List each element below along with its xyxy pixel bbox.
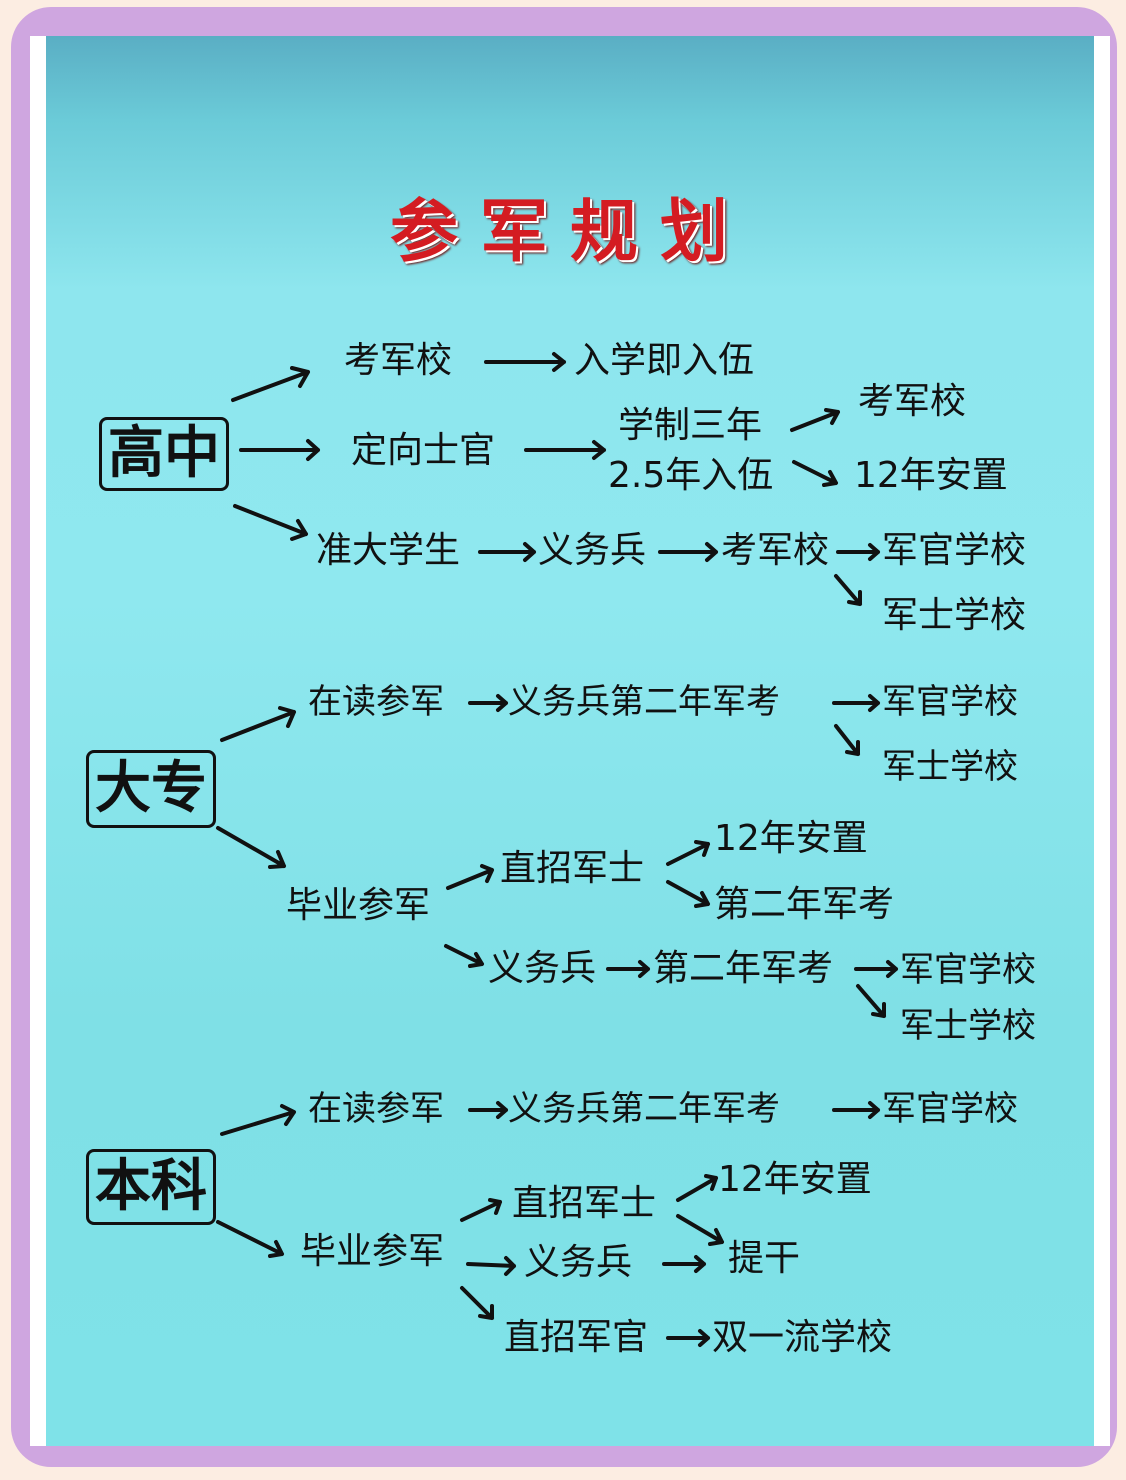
arrow-icon: [444, 944, 484, 968]
arrow-icon: [658, 542, 718, 562]
col-b1-out-a: 军官学校: [882, 682, 1018, 722]
arrow-icon: [606, 960, 650, 978]
arrow-icon: [834, 724, 860, 756]
hs-b2-out-a: 考军校: [858, 381, 967, 422]
arrow-icon: [239, 439, 320, 461]
arrow-icon: [484, 352, 566, 372]
hs-b2-step2a: 学制三年: [618, 405, 763, 446]
hs-b3-out-b: 军士学校: [882, 595, 1027, 636]
col-b1-step1: 在读参军: [308, 682, 444, 722]
hs-b2-out-b: 12年安置: [854, 455, 1008, 496]
arrow-icon: [662, 1255, 706, 1273]
hs-b1-step1: 考军校: [344, 340, 453, 381]
diagram-canvas: 参军规划 高中 考军校 入学即入伍 定向士官 学制三年 2.5年入伍 考军校 1…: [46, 36, 1094, 1446]
ug-b2-sub2-step: 义务兵: [524, 1242, 633, 1283]
arrow-icon: [856, 984, 886, 1018]
arrow-icon: [216, 1220, 284, 1258]
arrow-icon: [468, 694, 508, 712]
page-title: 参军规划: [389, 193, 750, 272]
arrow-icon: [790, 408, 840, 432]
hs-b1-step2: 入学即入伍: [574, 340, 755, 381]
arrow-icon: [832, 1101, 880, 1119]
arrow-icon: [666, 880, 710, 908]
col-b2-sub2-out-a: 军官学校: [900, 950, 1036, 990]
hs-b3-step3: 考军校: [721, 530, 830, 571]
ug-b2-sub1-step: 直招军士: [512, 1183, 657, 1224]
ug-b2-sub3-step: 直招军官: [504, 1317, 649, 1358]
col-b1-step2: 义务兵第二年军考: [508, 682, 780, 722]
arrow-icon: [478, 542, 536, 562]
arrow-icon: [666, 1329, 710, 1347]
arrow-icon: [834, 574, 862, 606]
arrow-icon: [676, 1214, 724, 1246]
arrow-icon: [836, 543, 880, 561]
arrow-icon: [231, 366, 310, 402]
arrow-icon: [216, 826, 286, 869]
hs-b3-step1: 准大学生: [316, 530, 461, 571]
ug-b2-sub2-out: 提干: [728, 1238, 801, 1279]
arrow-icon: [468, 1101, 508, 1119]
col-b2-sub2-out-b: 军士学校: [900, 1006, 1036, 1046]
arrow-icon: [460, 1286, 494, 1320]
hs-b2-step1: 定向士官: [351, 430, 496, 471]
ug-b1-step2: 义务兵第二年军考: [508, 1089, 780, 1129]
category-college: 大专: [86, 750, 216, 828]
arrow-icon: [460, 1198, 502, 1222]
ug-b2-step1: 毕业参军: [300, 1231, 445, 1272]
ug-b2-sub3-out: 双一流学校: [712, 1317, 893, 1358]
col-b2-sub1-step: 直招军士: [500, 848, 645, 889]
arrow-icon: [220, 706, 296, 742]
col-b1-out-b: 军士学校: [882, 747, 1018, 787]
col-b2-sub2-step2: 第二年军考: [653, 948, 834, 989]
arrow-icon: [466, 1256, 516, 1276]
arrow-icon: [524, 440, 606, 460]
ug-b1-step1: 在读参军: [308, 1089, 444, 1129]
arrow-icon: [220, 1104, 296, 1136]
col-b2-sub2-step1: 义务兵: [488, 948, 597, 989]
arrow-icon: [792, 460, 838, 487]
arrow-icon: [676, 1174, 718, 1202]
col-b2-sub1-out-b: 第二年军考: [714, 884, 895, 925]
hs-b2-step2b: 2.5年入伍: [608, 455, 774, 496]
category-high-school: 高中: [99, 417, 229, 491]
arrow-icon: [832, 694, 880, 712]
arrow-icon: [666, 840, 710, 866]
ug-b2-sub1-out-a: 12年安置: [718, 1159, 872, 1200]
hs-b3-out-a: 军官学校: [882, 530, 1027, 571]
ug-b1-out: 军官学校: [882, 1089, 1018, 1129]
hs-b3-step2: 义务兵: [538, 530, 647, 571]
category-undergrad: 本科: [86, 1149, 216, 1225]
arrow-icon: [233, 504, 308, 541]
col-b2-sub1-out-a: 12年安置: [714, 818, 868, 859]
arrow-icon: [446, 864, 494, 890]
col-b2-step1: 毕业参军: [286, 885, 431, 926]
arrow-icon: [854, 960, 898, 978]
